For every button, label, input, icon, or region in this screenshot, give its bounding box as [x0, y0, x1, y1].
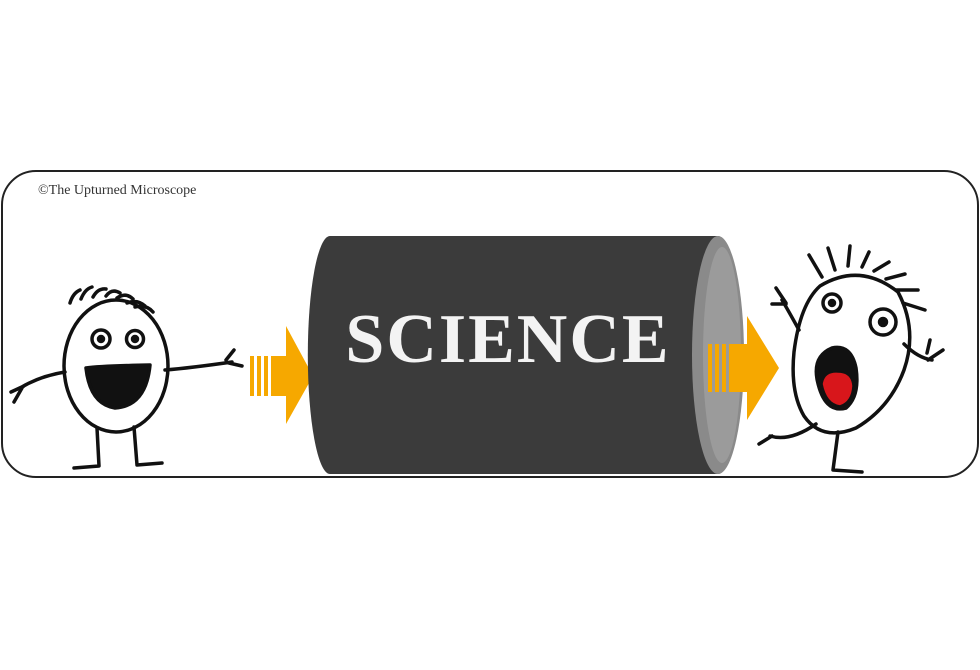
happy-stick-figure-icon: [9, 285, 244, 470]
red-tongue: [821, 371, 854, 407]
science-tube: [307, 236, 744, 474]
right-right-arrow-icon: [708, 316, 779, 420]
science-label: SCIENCE: [345, 301, 671, 378]
copyright-text: ©The Upturned Microscope: [38, 183, 197, 198]
left-right-arrow-icon: [250, 326, 313, 424]
